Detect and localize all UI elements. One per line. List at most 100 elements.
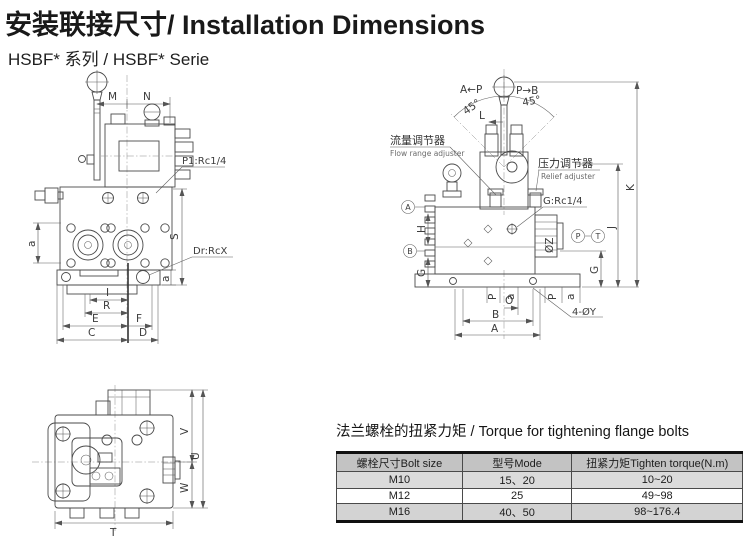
front-view-drawing: M N P1:Rc1/4 — [26, 70, 233, 344]
cell-torque: 49~98 — [571, 488, 743, 504]
dim-label-z: ØZ — [544, 238, 556, 253]
mounting-holes-label: 4-ØY — [572, 306, 597, 318]
dim-label-a: A — [491, 323, 499, 335]
dim-label-t: T — [109, 527, 117, 539]
dim-g-right: G — [560, 250, 606, 288]
dim-label-e: E — [92, 313, 99, 325]
series-subtitle: HSBF* 系列 / HSBF* Serie — [8, 50, 210, 69]
dim-s: S — [162, 188, 187, 286]
valve-lower-body — [59, 186, 173, 271]
dim-label-d: D — [139, 327, 147, 339]
dim-label-s: S — [169, 233, 181, 240]
cell-bolt-size: M16 — [336, 503, 463, 522]
dim-a-right: a — [160, 269, 176, 286]
dim-label-a-left: a — [26, 241, 38, 247]
cell-bolt-size: M12 — [336, 488, 463, 504]
angle-label-right: 45° — [521, 94, 541, 109]
dim-a-left: a — [26, 222, 61, 264]
page-title: 安装联接尺寸/ Installation Dimensions — [5, 10, 486, 40]
col-header-torque: 扭紧力矩Tighten torque(N.m) — [571, 452, 743, 472]
dim-label-a-small-left: a — [505, 294, 517, 300]
port-markers-right: P T — [571, 229, 605, 243]
col-header-mode: 型号Mode — [461, 452, 573, 472]
center-lines — [32, 385, 194, 531]
side-adjuster-screw — [34, 187, 64, 204]
g-port-callout: G:Rc1/4 — [516, 196, 587, 228]
dim-label-p-left: P — [487, 294, 499, 300]
side-view-drawing: A←P P→B 45° 45° L — [390, 69, 640, 340]
mounting-holes-callout: 4-ØY — [532, 287, 603, 318]
torque-table-title: 法兰螺栓的扭紧力矩 / Torque for tightening flange… — [336, 424, 689, 440]
dim-label-l: L — [479, 110, 485, 122]
dim-j-k: J K — [514, 81, 640, 288]
dim-label-f: F — [136, 313, 142, 325]
dim-label-g-left: G — [416, 269, 428, 277]
drain-port-callout: Dr:RcX — [148, 246, 233, 276]
dim-label-a-right: a — [160, 276, 172, 282]
p1-port-label: P1:Rc1/4 — [182, 156, 226, 167]
dim-m-n: M N — [96, 91, 171, 123]
port-a-marker: A — [405, 203, 411, 212]
dim-o-b-a: O B A — [454, 289, 541, 340]
flow-adjuster-label-cn: 流量调节器 — [390, 133, 445, 147]
flow-adjuster-label-en: Flow range adjuster — [390, 149, 465, 158]
dim-h-g-left: H G — [416, 213, 431, 288]
port-t-marker: T — [595, 232, 601, 241]
dim-label-b: B — [492, 309, 499, 321]
dim-label-a-small-right: a — [565, 294, 577, 300]
torque-table: 螺栓尺寸Bolt size 型号Mode 扭紧力矩Tighten torque(… — [336, 451, 743, 523]
port-markers-left: A B — [401, 200, 425, 258]
dim-label-p-right: P — [547, 294, 559, 300]
cell-mode: 25 — [461, 488, 573, 504]
dim-label-c: C — [88, 327, 95, 339]
torque-table-header-row: 螺栓尺寸Bolt size 型号Mode 扭紧力矩Tighten torque(… — [336, 452, 743, 472]
lever-knob — [492, 75, 516, 156]
g-port-label: G:Rc1/4 — [543, 196, 583, 207]
cell-mode: 15、20 — [461, 471, 573, 489]
port-p-marker: P — [576, 232, 581, 241]
torque-section: 法兰螺栓的扭紧力矩 / Torque for tightening flange… — [336, 420, 743, 523]
lever-direction-pb: P→B — [516, 85, 538, 97]
relief-adjuster-label-cn: 压力调节器 — [538, 157, 593, 170]
table-row-m12: M12 25 49~98 — [336, 488, 743, 504]
dim-v-u-w: V U W — [150, 389, 208, 509]
mounting-flange — [414, 273, 581, 288]
relief-adjuster-label-en: Relief adjuster — [541, 172, 596, 181]
mounting-flange — [56, 263, 161, 343]
dim-t: T — [54, 511, 174, 539]
bottom-dimension-lines: I R E F C D — [56, 285, 159, 344]
cell-bolt-size: M10 — [336, 471, 463, 489]
dim-label-r: R — [103, 300, 110, 312]
valve-upper-body — [101, 103, 194, 188]
dim-label-v: V — [179, 427, 191, 435]
table-row-m16: M16 40、50 98~176.4 — [336, 503, 743, 522]
dim-label-k: K — [625, 183, 637, 191]
cell-torque: 10~20 — [571, 471, 743, 489]
hand-lever — [78, 70, 109, 181]
dim-label-i: I — [106, 287, 109, 299]
cell-torque: 98~176.4 — [571, 503, 743, 522]
p1-port-callout: P1:Rc1/4 — [155, 156, 226, 194]
lever-swing-arc: A←P P→B 45° 45° L — [450, 84, 558, 168]
dim-label-o: O — [505, 295, 513, 307]
lever-direction-ap: A←P — [460, 84, 482, 96]
col-header-bolt-size: 螺栓尺寸Bolt size — [336, 452, 463, 472]
dim-label-u: U — [190, 452, 202, 460]
port-b-marker: B — [407, 247, 413, 256]
top-view-drawing: V U W T — [32, 385, 208, 539]
table-row-m10: M10 15、20 10~20 — [336, 471, 743, 489]
dim-label-w: W — [179, 482, 191, 493]
dim-label-m: M — [108, 91, 117, 103]
valve-top-body — [47, 389, 181, 519]
dim-label-n: N — [143, 91, 151, 103]
dim-label-h: H — [416, 225, 428, 233]
side-port-boss: ØZ — [534, 214, 564, 258]
drain-port-label: Dr:RcX — [193, 246, 227, 257]
relief-adjuster-callout: 压力调节器 Relief adjuster — [535, 157, 600, 192]
cell-mode: 40、50 — [461, 503, 573, 522]
flow-adjuster-callout: 流量调节器 Flow range adjuster — [390, 133, 497, 196]
dim-p-a-small: P a P a — [486, 287, 581, 315]
valve-body — [424, 124, 544, 275]
dim-label-j: J — [606, 226, 618, 230]
dim-label-g-right: G — [589, 266, 601, 274]
